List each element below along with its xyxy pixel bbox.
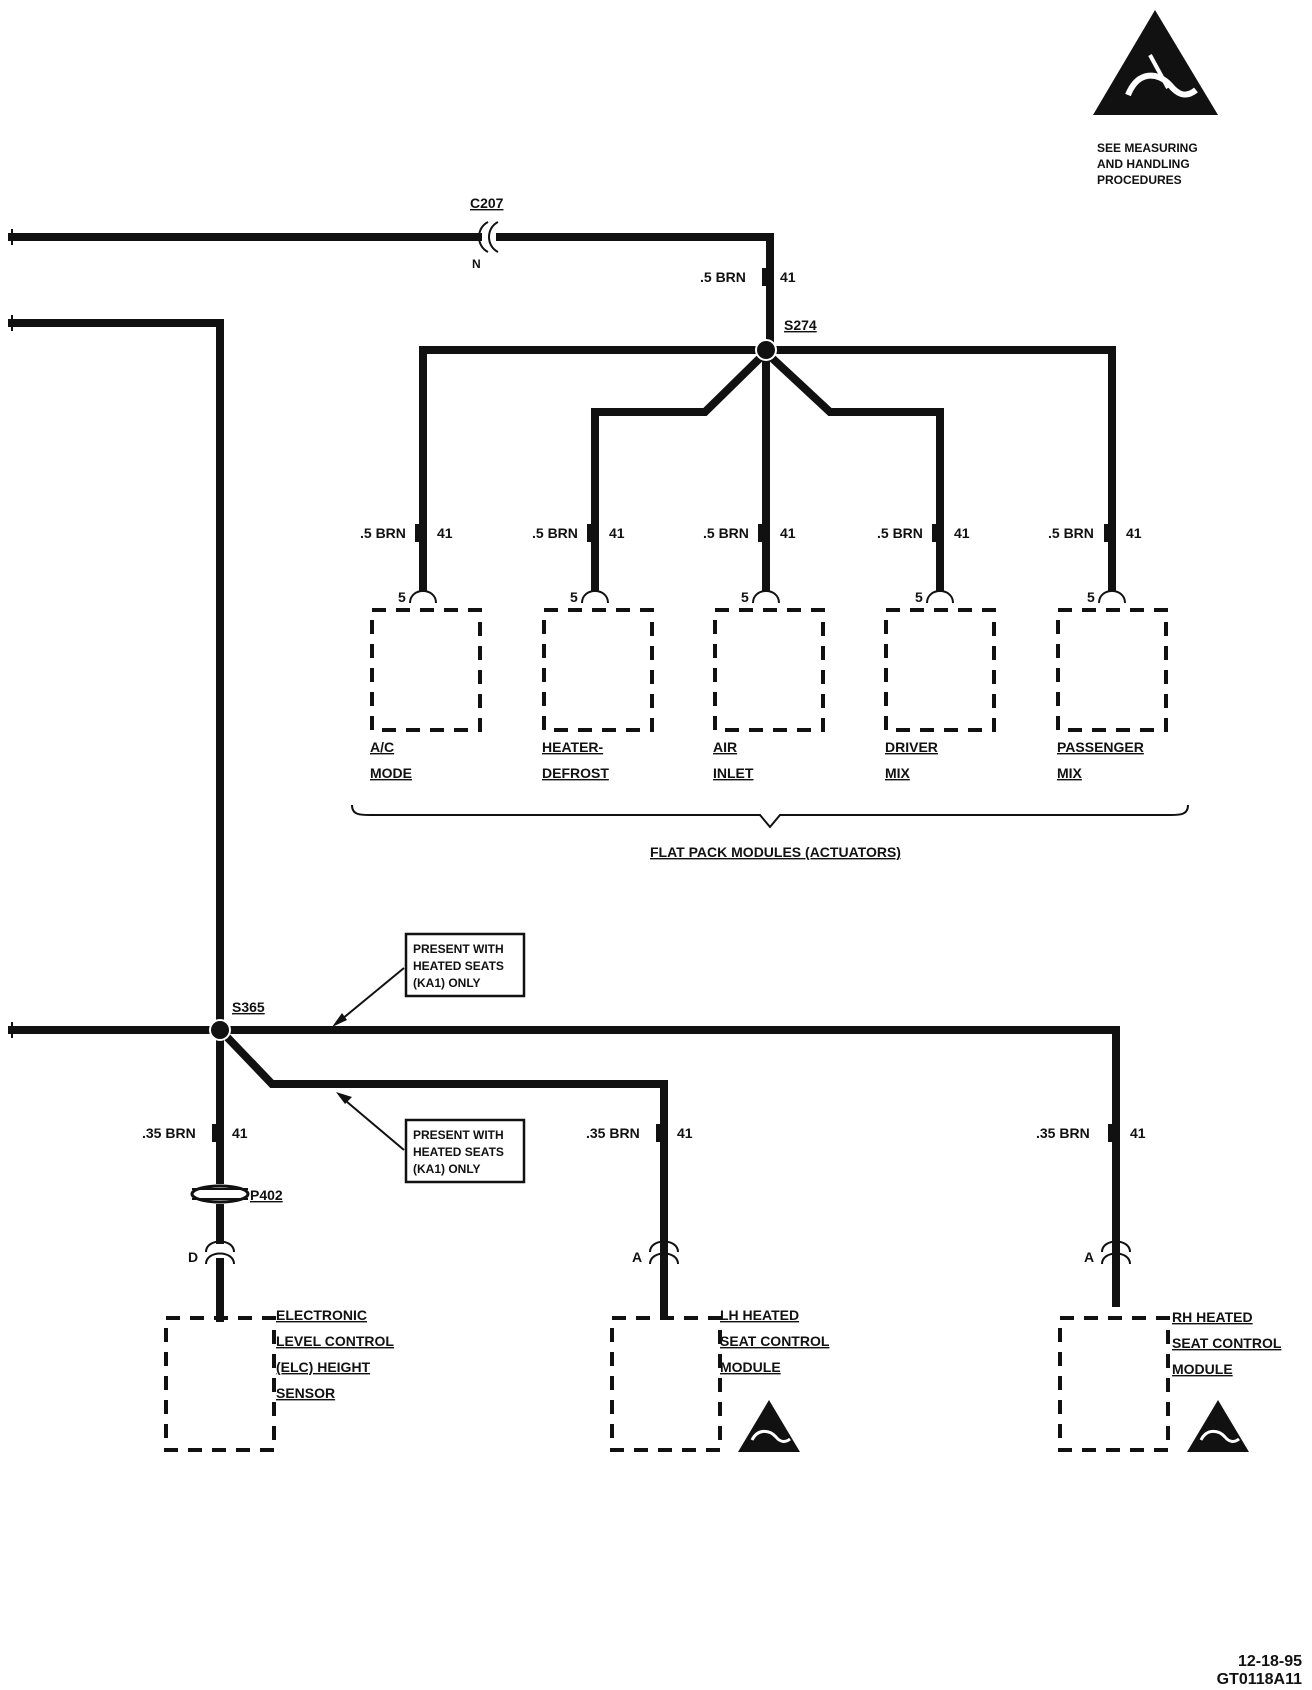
note-line2: HEATED SEATS (413, 959, 504, 973)
actuator-label-line2: MIX (1057, 765, 1083, 781)
s274-feed-circuit: 41 (780, 269, 796, 285)
elc-wire-circuit: 41 (232, 1125, 248, 1141)
lh-connector-icon (649, 1240, 679, 1265)
actuator-label-line1: DRIVER (885, 739, 938, 755)
note-line3: (KA1) ONLY (413, 1162, 481, 1176)
actuator-label-line2: DEFROST (542, 765, 609, 781)
wire-tick (656, 1124, 664, 1142)
wire-tick (1108, 1124, 1116, 1142)
rh-heated-seat-module: RH HEATED SEAT CONTROL MODULE (1058, 1309, 1282, 1452)
lh-wire-circuit: 41 (677, 1125, 693, 1141)
esd-warning-icon (1093, 10, 1218, 115)
actuator-group-brace (351, 804, 1189, 829)
module-label-line2: LEVEL CONTROL (276, 1333, 394, 1349)
lh-pin-label: A (632, 1249, 642, 1265)
lh-heated-seat-module: LH HEATED SEAT CONTROL MODULE (610, 1307, 830, 1452)
actuator-pin: 5 (741, 589, 749, 605)
esd-notice-line3: PROCEDURES (1097, 173, 1182, 187)
wire-tick (212, 1124, 220, 1142)
s274-splice (419, 339, 1116, 592)
module-label-line4: SENSOR (276, 1385, 335, 1401)
actuator-a-c-mode: .5 BRN 41 5 A/C MODE (360, 524, 482, 781)
module-label-line3: MODULE (720, 1359, 781, 1375)
module-label-line3: (ELC) HEIGHT (276, 1359, 371, 1375)
s274-label: S274 (784, 317, 817, 333)
actuator-heater-defrost: .5 BRN 41 5 HEATER- DEFROST (532, 524, 654, 781)
esd-warning-icon (1187, 1400, 1249, 1452)
wire-tick (762, 268, 770, 286)
actuator-label-line2: INLET (713, 765, 754, 781)
s274-feed-gauge: .5 BRN (700, 269, 746, 285)
esd-warning-icon (738, 1400, 800, 1452)
actuator-wire-circuit: 41 (780, 525, 796, 541)
note-line2: HEATED SEATS (413, 1145, 504, 1159)
actuator-wire-circuit: 41 (609, 525, 625, 541)
actuator-wire-gauge: .5 BRN (1048, 525, 1094, 541)
rh-wire-circuit: 41 (1130, 1125, 1146, 1141)
actuator-wire-gauge: .5 BRN (532, 525, 578, 541)
actuator-driver-mix: .5 BRN 41 5 DRIVER MIX (877, 524, 996, 781)
module-label-line1: ELECTRONIC (276, 1307, 367, 1323)
module-label-line3: MODULE (1172, 1361, 1233, 1377)
esd-notice-line1: SEE MEASURING (1097, 141, 1198, 155)
actuator-group-label: FLAT PACK MODULES (ACTUATORS) (650, 844, 901, 860)
c207-pin-label: N (472, 257, 481, 271)
elc-pin-label: D (188, 1249, 198, 1265)
drawing-code: GT0118A11 (1217, 1671, 1303, 1688)
actuator-wire-circuit: 41 (954, 525, 970, 541)
p402-label: P402 (250, 1187, 283, 1203)
actuator-label-line1: HEATER- (542, 739, 604, 755)
module-label-line2: SEAT CONTROL (720, 1333, 830, 1349)
rh-wire-gauge: .35 BRN (1036, 1125, 1090, 1141)
s365-label: S365 (232, 999, 265, 1015)
actuator-pin: 5 (570, 589, 578, 605)
top-feed-wire (8, 229, 774, 354)
actuator-wire-gauge: .5 BRN (703, 525, 749, 541)
note-heated-seats-bottom: PRESENT WITH HEATED SEATS (KA1) ONLY (336, 1092, 526, 1184)
actuator-pin: 5 (1087, 589, 1095, 605)
actuator-label-line2: MODE (370, 765, 412, 781)
actuator-label-line1: PASSENGER (1057, 739, 1144, 755)
actuator-wire-gauge: .5 BRN (360, 525, 406, 541)
c207-label: C207 (470, 195, 504, 211)
lh-wire-gauge: .35 BRN (586, 1125, 640, 1141)
actuator-pin: 5 (398, 589, 406, 605)
c207-connector-icon (478, 221, 499, 253)
elc-wire-gauge: .35 BRN (142, 1125, 196, 1141)
actuator-wire-circuit: 41 (1126, 525, 1142, 541)
esd-notice-line2: AND HANDLING (1097, 157, 1190, 171)
module-label-line2: SEAT CONTROL (1172, 1335, 1282, 1351)
actuator-label-line2: MIX (885, 765, 911, 781)
note-heated-seats-top: PRESENT WITH HEATED SEATS (KA1) ONLY (332, 932, 526, 1027)
note-line3: (KA1) ONLY (413, 976, 481, 990)
rh-connector-icon (1101, 1240, 1131, 1265)
left-feed-wires (8, 315, 1120, 1322)
actuator-label-line1: AIR (713, 739, 737, 755)
actuator-label-line1: A/C (370, 739, 394, 755)
drawing-date: 12-18-95 (1238, 1653, 1302, 1670)
actuator-air-inlet: .5 BRN 41 5 AIR INLET (703, 524, 825, 781)
module-label-line1: LH HEATED (720, 1307, 799, 1323)
elc-height-sensor-module: ELECTRONIC LEVEL CONTROL (ELC) HEIGHT SE… (164, 1307, 394, 1452)
actuator-wire-gauge: .5 BRN (877, 525, 923, 541)
actuator-passenger-mix: .5 BRN 41 5 PASSENGER MIX (1048, 524, 1168, 781)
rh-pin-label: A (1084, 1249, 1094, 1265)
note-line1: PRESENT WITH (413, 1128, 504, 1142)
actuator-pin: 5 (915, 589, 923, 605)
note-line1: PRESENT WITH (413, 942, 504, 956)
elc-connector-icon (205, 1240, 235, 1265)
actuator-wire-circuit: 41 (437, 525, 453, 541)
module-label-line1: RH HEATED (1172, 1309, 1253, 1325)
p402-connector-icon (190, 1184, 250, 1204)
